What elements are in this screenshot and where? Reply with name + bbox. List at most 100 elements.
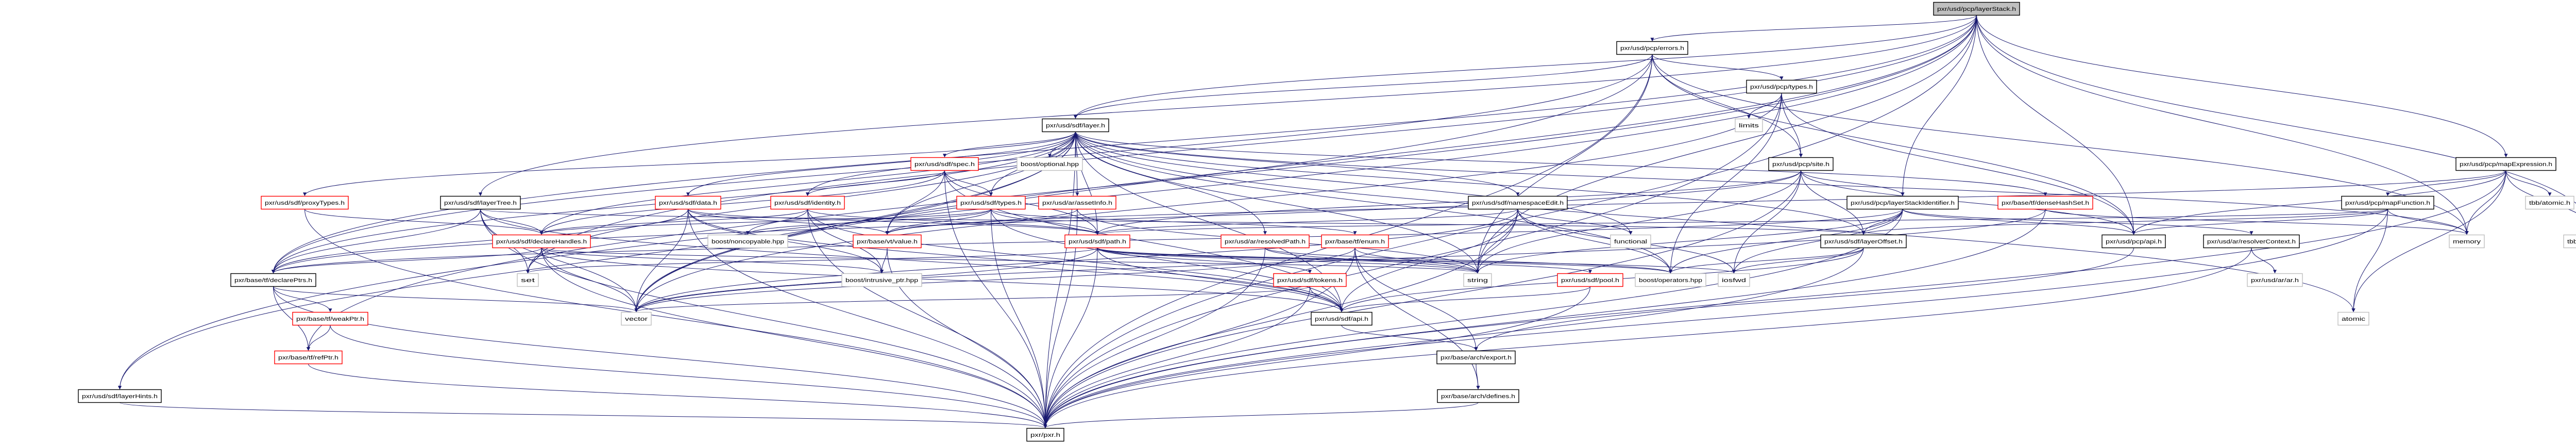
edge-pxr-usd-sdf-types-h-to-pxr-pxr-h bbox=[991, 209, 1047, 429]
node-pxr-usd-sdf-path-h[interactable]: pxr/usd/sdf/path.h bbox=[1064, 234, 1130, 249]
edge-pxr-usd-pcp-errors-h-to-vector bbox=[634, 54, 1653, 313]
edge-pxr-usd-pcp-site-h-to-pxr-usd-sdf-layeroffset-h bbox=[1801, 170, 1866, 235]
node-pxr-base-tf-densehashset-h[interactable]: pxr/base/tf/denseHashSet.h bbox=[1997, 195, 2093, 210]
node-pxr-usd-pcp-api-h[interactable]: pxr/usd/pcp/api.h bbox=[2102, 234, 2166, 249]
node-pxr-base-arch-defines-h[interactable]: pxr/base/arch/defines.h bbox=[1437, 389, 1519, 403]
edge-pxr-usd-pcp-layerstack-h-to-pxr-usd-pcp-layerstackidentifier-h bbox=[1901, 15, 1977, 196]
node-pxr-usd-sdf-layer-h[interactable]: pxr/usd/sdf/layer.h bbox=[1042, 118, 1109, 133]
edge-pxr-usd-pcp-layerstack-h-to-pxr-pxr-h bbox=[1043, 15, 1977, 429]
node-pxr-usd-sdf-spec-h[interactable]: pxr/usd/sdf/spec.h bbox=[910, 157, 979, 171]
edge-pxr-base-tf-enum-h-to-pxr-base-arch-defines-h bbox=[1354, 248, 1480, 390]
node-pxr-usd-pcp-mapexpression-h[interactable]: pxr/usd/pcp/mapExpression.h bbox=[2455, 157, 2556, 171]
edge-pxr-base-tf-enum-h-to-string bbox=[1354, 248, 1480, 274]
node-pxr-base-tf-weakptr-h[interactable]: pxr/base/tf/weakPtr.h bbox=[292, 311, 368, 326]
node-pxr-usd-pcp-types-h[interactable]: pxr/usd/pcp/types.h bbox=[1746, 79, 1817, 94]
node-label: pxr/usd/sdf/data.h bbox=[659, 200, 717, 206]
node-label: set bbox=[521, 277, 535, 284]
edge-pxr-usd-ar-resolvercontext-h-to-pxr-usd-ar-ar-h bbox=[2251, 248, 2277, 274]
edge-pxr-usd-sdf-layer-h-to-pxr-usd-sdf-layeroffset-h bbox=[1075, 132, 1866, 235]
edge-pxr-base-tf-weakptr-h-to-pxr-base-tf-refptr-h bbox=[307, 325, 331, 351]
node-box bbox=[2341, 195, 2434, 210]
edge-pxr-usd-pcp-site-h-to-pxr-usd-pcp-layerstackidentifier-h bbox=[1801, 170, 1905, 196]
edge-pxr-usd-pcp-errors-h-to-pxr-usd-pcp-types-h bbox=[1652, 54, 1784, 80]
node-label: limits bbox=[1739, 123, 1759, 129]
node-pxr-usd-sdf-declarehandles-h[interactable]: pxr/usd/sdf/declareHandles.h bbox=[492, 234, 591, 249]
edge-pxr-usd-ar-assetinfo-h-to-pxr-pxr-h bbox=[1043, 209, 1078, 429]
node-pxr-usd-sdf-identity-h[interactable]: pxr/usd/sdf/identity.h bbox=[770, 195, 845, 210]
edge-pxr-usd-sdf-identity-h-to-pxr-usd-sdf-declarehandles-h bbox=[539, 209, 808, 235]
node-pxr-usd-sdf-layeroffset-h[interactable]: pxr/usd/sdf/layerOffset.h bbox=[1820, 234, 1907, 249]
edge-pxr-usd-sdf-namespaceedit-h-to-pxr-usd-sdf-path-h bbox=[1095, 209, 1518, 235]
node-limits: limits bbox=[1735, 118, 1763, 133]
node-box bbox=[1933, 2, 2020, 16]
node-pxr-base-tf-enum-h[interactable]: pxr/base/tf/enum.h bbox=[1321, 234, 1389, 249]
edge-pxr-usd-pcp-mapexpression-h-to-tbb-atomic-h bbox=[2505, 170, 2552, 196]
node-pxr-usd-pcp-site-h[interactable]: pxr/usd/pcp/site.h bbox=[1768, 157, 1834, 171]
edge-pxr-base-tf-densehashset-h-to-vector bbox=[634, 209, 2046, 313]
node-box bbox=[1038, 195, 1116, 210]
node-box bbox=[853, 234, 922, 249]
node-layer: pxr/usd/pcp/layerStack.hpxr/usd/pcp/erro… bbox=[78, 2, 2576, 442]
edge-pxr-usd-sdf-layer-h-to-pxr-usd-sdf-spec-h bbox=[943, 132, 1076, 158]
edge-pxr-usd-pcp-layerstack-h-to-pxr-usd-sdf-layer-h bbox=[1074, 15, 1977, 119]
node-pxr-usd-sdf-data-h[interactable]: pxr/usd/sdf/data.h bbox=[655, 195, 721, 210]
node-box bbox=[2455, 157, 2556, 171]
node-pxr-base-vt-value-h[interactable]: pxr/base/vt/value.h bbox=[853, 234, 922, 249]
node-label: pxr/base/tf/enum.h bbox=[1325, 239, 1385, 245]
edge-pxr-usd-pcp-types-h-to-limits bbox=[1747, 93, 1782, 119]
node-pxr-usd-sdf-api-h[interactable]: pxr/usd/sdf/api.h bbox=[1311, 311, 1372, 326]
node-label: pxr/usd/pcp/errors.h bbox=[1620, 45, 1684, 52]
edge-pxr-usd-pcp-layerstack-h-to-pxr-base-tf-declareptrs-h bbox=[272, 15, 1977, 274]
node-box bbox=[1746, 79, 1817, 94]
edge-pxr-usd-ar-resolvedpath-h-to-pxr-pxr-h bbox=[1043, 248, 1265, 429]
node-pxr-usd-sdf-pool-h[interactable]: pxr/usd/sdf/pool.h bbox=[1557, 273, 1623, 287]
node-pxr-usd-sdf-namespaceedit-h[interactable]: pxr/usd/sdf/namespaceEdit.h bbox=[1468, 195, 1568, 210]
node-box bbox=[655, 195, 721, 210]
node-pxr-usd-ar-assetinfo-h[interactable]: pxr/usd/ar/assetInfo.h bbox=[1038, 195, 1116, 210]
node-label: pxr/usd/ar/resolvedPath.h bbox=[1225, 239, 1306, 245]
node-pxr-usd-ar-resolvedpath-h[interactable]: pxr/usd/ar/resolvedPath.h bbox=[1221, 234, 1310, 249]
node-box bbox=[1042, 118, 1109, 133]
node-pxr-usd-ar-ar-h: pxr/usd/ar/ar.h bbox=[2247, 273, 2303, 287]
node-pxr-usd-pcp-layerstackidentifier-h[interactable]: pxr/usd/pcp/layerStackIdentifier.h bbox=[1846, 195, 1959, 210]
node-pxr-usd-sdf-layertree-h[interactable]: pxr/usd/sdf/layerTree.h bbox=[440, 195, 521, 210]
node-pxr-base-tf-refptr-h[interactable]: pxr/base/tf/refPtr.h bbox=[274, 350, 343, 365]
edge-pxr-usd-sdf-layer-h-to-pxr-usd-sdf-path-h bbox=[1075, 132, 1099, 235]
edge-pxr-usd-sdf-layer-h-to-pxr-usd-sdf-layerhints-h bbox=[118, 132, 1076, 390]
edge-pxr-usd-sdf-layeroffset-h-to-iosfwd bbox=[1732, 248, 1864, 274]
edge-pxr-usd-pcp-site-h-to-pxr-usd-pcp-api-h bbox=[1801, 170, 2136, 235]
node-pxr-pxr-h[interactable]: pxr/pxr.h bbox=[1026, 428, 1064, 442]
node-memory: memory bbox=[2449, 234, 2485, 249]
edge-pxr-usd-sdf-proxytypes-h-to-pxr-usd-sdf-declarehandles-h bbox=[304, 209, 544, 235]
node-label: iosfwd bbox=[1722, 277, 1746, 284]
node-pxr-base-tf-declareptrs-h[interactable]: pxr/base/tf/declarePtrs.h bbox=[230, 273, 316, 287]
node-boost-noncopyable-hpp: boost/noncopyable.hpp bbox=[707, 234, 788, 249]
edge-pxr-usd-sdf-path-h-to-string bbox=[1097, 248, 1480, 274]
node-label: pxr/base/vt/value.h bbox=[857, 239, 918, 245]
edge-pxr-usd-pcp-errors-h-to-pxr-usd-pcp-api-h bbox=[1652, 54, 2136, 235]
node-pxr-usd-ar-resolvercontext-h[interactable]: pxr/usd/ar/resolverContext.h bbox=[2203, 234, 2300, 249]
edge-pxr-usd-sdf-data-h-to-pxr-base-vt-value-h bbox=[688, 209, 889, 235]
node-pxr-usd-pcp-mapfunction-h[interactable]: pxr/usd/pcp/mapFunction.h bbox=[2341, 195, 2434, 210]
node-pxr-base-arch-export-h[interactable]: pxr/base/arch/export.h bbox=[1436, 350, 1516, 365]
node-box bbox=[707, 234, 788, 249]
node-tbb-atomic-h: tbb/atomic.h bbox=[2525, 195, 2574, 210]
node-label: pxr/usd/sdf/tokens.h bbox=[1277, 277, 1343, 284]
node-pxr-usd-sdf-types-h[interactable]: pxr/usd/sdf/types.h bbox=[956, 195, 1026, 210]
edge-pxr-usd-pcp-site-h-to-pxr-pxr-h bbox=[1043, 170, 1801, 429]
node-label: pxr/usd/pcp/mapExpression.h bbox=[2460, 161, 2552, 168]
node-box bbox=[770, 195, 845, 210]
edge-pxr-usd-sdf-pool-h-to-pxr-pxr-h bbox=[1043, 286, 1590, 429]
edge-pxr-usd-pcp-layerstack-h-to-pxr-usd-pcp-api-h bbox=[1976, 15, 2136, 235]
node-pxr-usd-pcp-errors-h[interactable]: pxr/usd/pcp/errors.h bbox=[1616, 41, 1688, 55]
node-box bbox=[621, 311, 652, 326]
node-string: string bbox=[1463, 273, 1492, 287]
node-pxr-usd-sdf-proxytypes-h[interactable]: pxr/usd/sdf/proxyTypes.h bbox=[261, 195, 349, 210]
edge-pxr-usd-pcp-mapexpression-h-to-pxr-usd-pcp-api-h bbox=[2132, 170, 2506, 235]
node-pxr-usd-sdf-layerhints-h[interactable]: pxr/usd/sdf/layerHints.h bbox=[78, 389, 162, 403]
edge-pxr-usd-pcp-mapfunction-h-to-pxr-pxr-h bbox=[1043, 209, 2388, 429]
node-label: vector bbox=[625, 316, 648, 322]
edge-pxr-usd-pcp-layerstackidentifier-h-to-iosfwd bbox=[1732, 209, 1903, 274]
node-pxr-usd-sdf-tokens-h[interactable]: pxr/usd/sdf/tokens.h bbox=[1273, 273, 1347, 287]
edge-pxr-usd-sdf-declarehandles-h-to-boost-intrusive-ptr-hpp bbox=[541, 248, 884, 274]
